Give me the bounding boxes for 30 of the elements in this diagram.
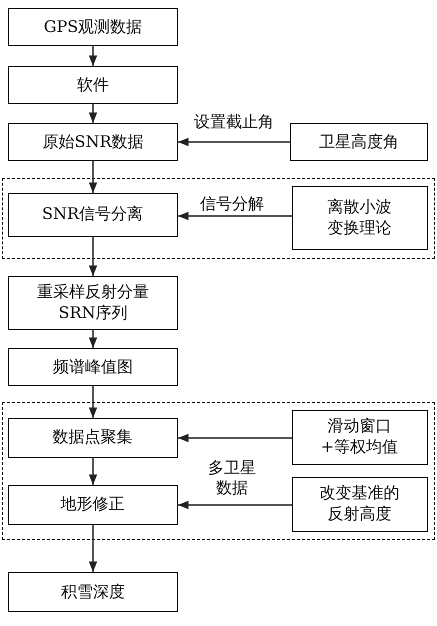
arrow [88,161,98,193]
process-box: 数据点聚集 [8,418,178,458]
arrow [88,237,98,276]
arrow [178,138,290,146]
process-box: 软件 [8,66,178,104]
arrow [88,330,98,348]
arrow [88,386,98,418]
arrow [178,212,292,220]
arrow [178,500,292,510]
arrow [88,104,98,123]
arrow [178,434,292,442]
process-box: 原始SNR数据 [8,123,178,161]
dashed-group-box [2,402,435,540]
arrow [88,458,98,485]
dashed-group-box [2,178,435,259]
process-box: 卫星高度角 [290,123,428,161]
process-box: 频谱峰值图 [8,348,178,386]
arrow [88,46,98,66]
process-box: 离散小波变换理论 [292,186,428,250]
process-box: 积雪深度 [8,572,178,612]
note-label: 多卫星数据 [207,458,257,498]
process-box: 地形修正 [8,484,178,524]
edge-label: 设置截止角 [194,112,274,132]
process-box: 改变基准的反射高度 [292,476,428,532]
arrow [88,525,98,572]
process-box: SNR信号分离 [8,192,178,236]
process-box: 滑动窗口+等权均值 [292,410,428,464]
process-box: 重采样反射分量SRN序列 [8,276,178,330]
process-box: GPS观测数据 [8,8,178,46]
edge-label: 信号分解 [200,194,264,214]
